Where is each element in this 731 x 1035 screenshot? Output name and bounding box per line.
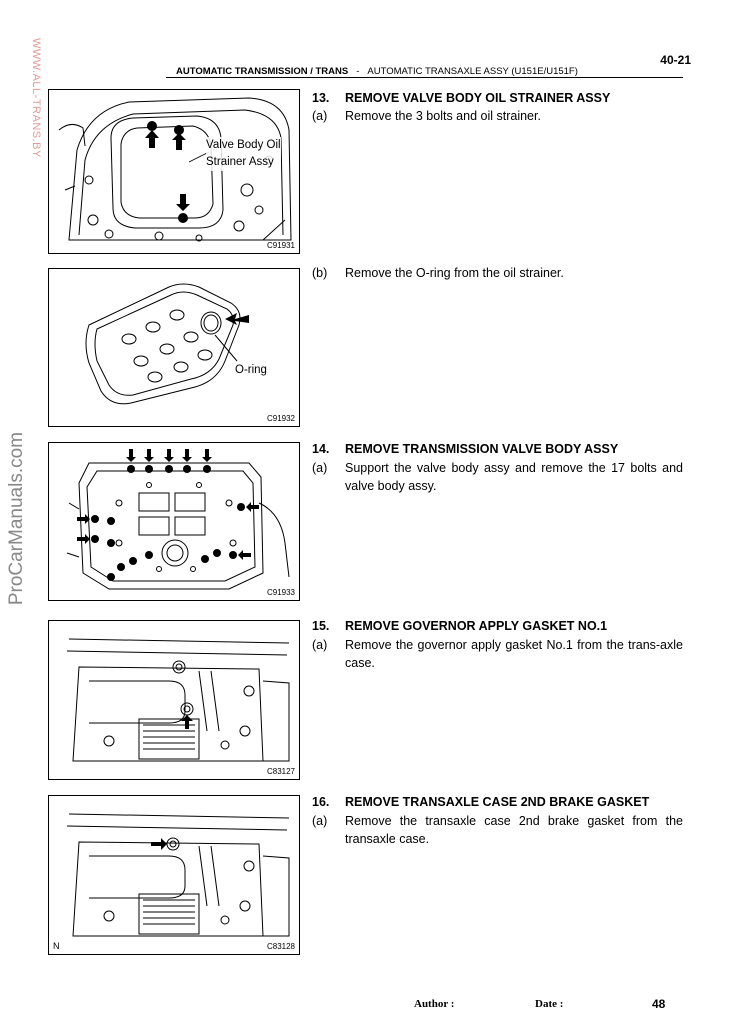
item-label: (a) (312, 109, 328, 123)
page-number: 40-21 (660, 53, 691, 67)
figure-valve-body: C91933 (48, 442, 300, 601)
step-number: 15. (312, 619, 330, 633)
step-16-a: (a) Remove the transaxle case 2nd brake g… (312, 812, 683, 848)
step-heading: REMOVE VALVE BODY OIL STRAINER ASSY (345, 91, 611, 105)
strainer-drawing (58, 97, 292, 242)
figure-id: C91932 (266, 414, 295, 423)
figure-id: C91931 (266, 241, 295, 250)
governor-gasket-drawing (66, 638, 290, 762)
valve-body-drawing (66, 449, 290, 590)
step-13-b: (b) Remove the O-ring from the oil strain… (312, 264, 683, 282)
callout-line: O-ring (235, 364, 267, 376)
item-label: (a) (312, 461, 328, 475)
header-rule (166, 77, 683, 78)
o-ring-drawing (85, 283, 249, 405)
step-heading: REMOVE GOVERNOR APPLY GASKET NO.1 (345, 619, 608, 633)
callout-o-ring: O-ring (235, 362, 267, 379)
figure-o-ring: O-ring C91932 (48, 268, 300, 427)
step-13-title: 13. REMOVE VALVE BODY OIL STRAINER ASSY (312, 91, 610, 105)
header-separator: - (356, 66, 360, 77)
figure-id: C83127 (266, 767, 295, 776)
item-label: (a) (312, 638, 328, 652)
brake-gasket-drawing (66, 813, 290, 937)
figure-governor-gasket: C83127 (48, 620, 300, 780)
figure-id: C83128 (266, 942, 295, 951)
callout-line: Strainer Assy (206, 156, 274, 168)
step-number: 13. (312, 91, 330, 105)
item-text: Remove the governor apply gasket No.1 fr… (345, 638, 683, 670)
watermark-all-trans: WWW.ALL-TRANS.BY (30, 38, 42, 158)
callout-valve-body-oil-strainer: Valve Body Oil Strainer Assy (206, 137, 281, 171)
item-text: Remove the O-ring from the oil strainer. (345, 266, 564, 280)
header-section: AUTOMATIC TRANSMISSION / TRANS (176, 66, 349, 77)
callout-line: Valve Body Oil (206, 139, 281, 151)
footer-author-label: Author : (414, 998, 455, 1010)
figure-id: C91933 (266, 588, 295, 597)
step-16-title: 16. REMOVE TRANSAXLE CASE 2ND BRAKE GASKE… (312, 795, 649, 809)
item-text: Remove the transaxle case 2nd brake gask… (345, 814, 683, 846)
footer-page-number: 48 (652, 997, 666, 1011)
item-text: Remove the 3 bolts and oil strainer. (345, 109, 541, 123)
step-number: 16. (312, 795, 330, 809)
item-label: (b) (312, 266, 328, 280)
item-label: (a) (312, 814, 328, 828)
step-heading: REMOVE TRANSMISSION VALVE BODY ASSY (345, 442, 619, 456)
step-14-a: (a) Support the valve body assy and remov… (312, 459, 683, 495)
step-number: 14. (312, 442, 330, 456)
step-13-a: (a) Remove the 3 bolts and oil strainer. (312, 107, 683, 125)
figure-corner-mark: N (53, 941, 60, 951)
step-15-title: 15. REMOVE GOVERNOR APPLY GASKET NO.1 (312, 619, 607, 633)
watermark-procarmanuals: ProCarManuals.com (6, 432, 27, 606)
footer-date-label: Date : (535, 998, 564, 1010)
figure-2nd-brake-gasket: N C83128 (48, 795, 300, 955)
figure-oil-strainer: Valve Body Oil Strainer Assy C91931 (48, 89, 300, 254)
item-text: Support the valve body assy and remove t… (345, 461, 683, 493)
running-header: AUTOMATIC TRANSMISSION / TRANS-AUTOMATIC… (176, 66, 578, 77)
step-15-a: (a) Remove the governor apply gasket No.1… (312, 636, 683, 672)
step-heading: REMOVE TRANSAXLE CASE 2ND BRAKE GASKET (345, 795, 650, 809)
header-subsection: AUTOMATIC TRANSAXLE ASSY (U151E/U151F) (367, 66, 578, 77)
step-14-title: 14. REMOVE TRANSMISSION VALVE BODY ASSY (312, 442, 618, 456)
